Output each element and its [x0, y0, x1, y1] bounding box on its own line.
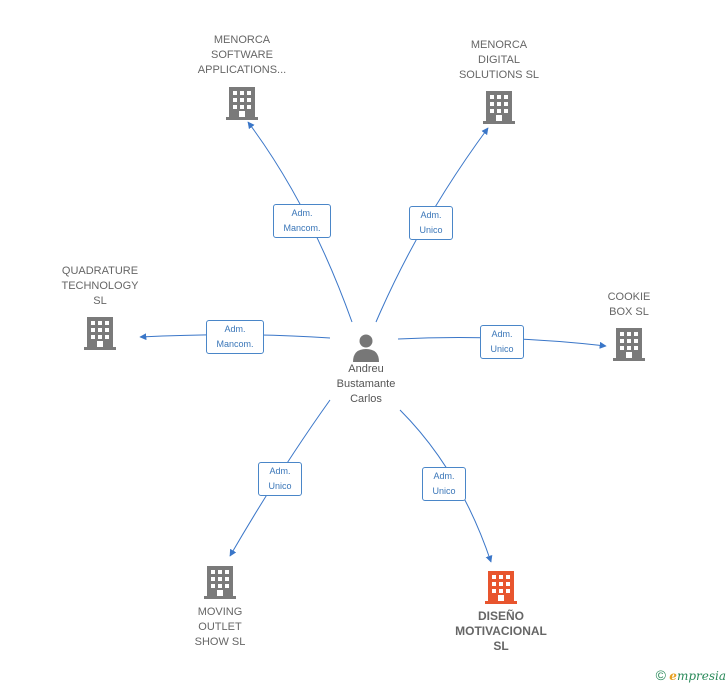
relation-label-cookie-box: Adm. Unico — [480, 325, 524, 359]
company-node-moving-outlet[interactable]: MOVING OUTLET SHOW SL — [168, 564, 272, 650]
building-icon — [204, 566, 236, 599]
company-node-quadrature[interactable]: QUADRATURE TECHNOLOGY SL — [44, 264, 156, 351]
company-node-diseno-motivacional[interactable]: DISEÑO MOTIVACIONAL SL — [440, 569, 562, 654]
company-name: QUADRATURE TECHNOLOGY SL — [61, 265, 139, 307]
building-icon — [483, 91, 515, 124]
relation-label-menorca-digital: Adm. Unico — [409, 206, 453, 240]
company-node-menorca-digital[interactable]: MENORCA DIGITAL SOLUTIONS SL — [440, 38, 558, 125]
company-name: MENORCA DIGITAL SOLUTIONS SL — [458, 39, 540, 81]
company-name: MOVING OUTLET SHOW SL — [194, 606, 246, 648]
building-icon — [613, 328, 645, 361]
brand-logo: empresia — [669, 669, 726, 683]
company-name: MENORCA SOFTWARE APPLICATIONS... — [197, 34, 287, 76]
company-name: COOKIE BOX SL — [607, 291, 651, 318]
relation-label-moving-outlet: Adm. Unico — [258, 462, 302, 496]
building-icon — [84, 317, 116, 350]
relation-label-diseno-motivacional: Adm. Unico — [422, 467, 466, 501]
building-icon — [485, 571, 517, 604]
company-name: DISEÑO MOTIVACIONAL SL — [455, 609, 547, 653]
company-node-menorca-software[interactable]: MENORCA SOFTWARE APPLICATIONS... — [180, 33, 304, 121]
company-node-cookie-box[interactable]: COOKIE BOX SL — [584, 290, 674, 362]
relation-label-menorca-software: Adm. Mancom. — [273, 204, 331, 238]
footer-brand[interactable]: © empresia — [656, 667, 726, 683]
brand-rest: mpresia — [676, 669, 726, 683]
brand-initial: e — [669, 669, 677, 683]
person-icon — [353, 334, 379, 362]
building-icon — [226, 87, 258, 120]
relation-label-quadrature: Adm. Mancom. — [206, 320, 264, 354]
center-person-name: Andreu Bustamante Carlos — [336, 363, 396, 405]
copyright-symbol: © — [655, 667, 666, 683]
center-person-node[interactable]: Andreu Bustamante Carlos — [318, 332, 414, 407]
